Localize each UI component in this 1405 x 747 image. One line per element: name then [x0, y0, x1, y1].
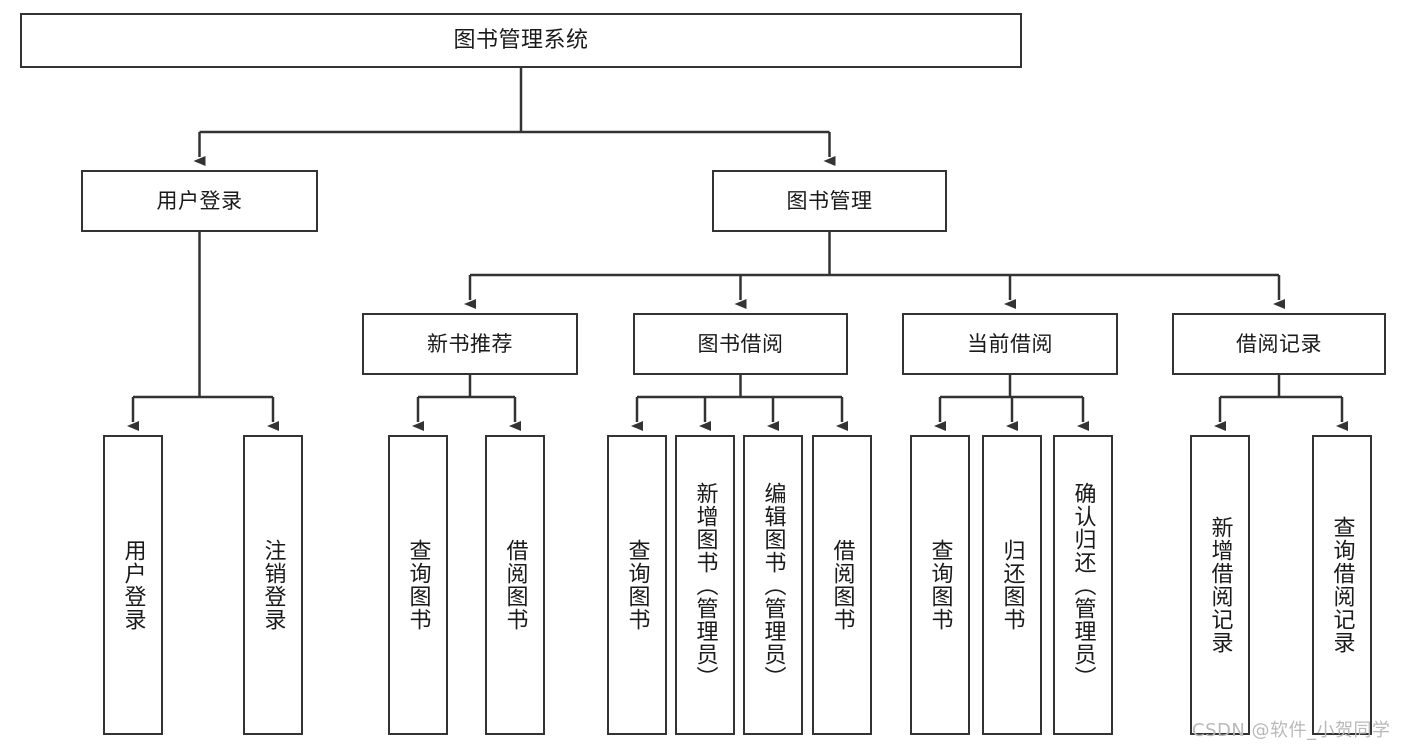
connector-trunk — [940, 375, 1083, 399]
connector-trunk — [133, 232, 273, 399]
node-leaf-borrow-book-1-label: 借阅图书 — [502, 539, 528, 631]
node-book-borrow-label: 图书借阅 — [697, 331, 784, 356]
node-leaf-return-book[interactable]: 归还图书 — [982, 435, 1042, 735]
node-leaf-user-login[interactable]: 用户登录 — [103, 435, 163, 735]
node-new-book-recommend[interactable]: 新书推荐 — [362, 313, 578, 375]
node-leaf-query-book-3[interactable]: 查询图书 — [910, 435, 970, 735]
node-leaf-add-record[interactable]: 新增借阅记录 — [1190, 435, 1250, 735]
node-leaf-query-book-2[interactable]: 查询图书 — [607, 435, 667, 735]
connector-trunk — [418, 375, 515, 399]
node-leaf-return-book-label: 归还图书 — [999, 539, 1025, 631]
node-leaf-logout[interactable]: 注销登录 — [243, 435, 303, 735]
node-leaf-query-book-1-label: 查询图书 — [405, 539, 431, 631]
node-leaf-query-book-2-label: 查询图书 — [624, 539, 650, 631]
node-borrow-record[interactable]: 借阅记录 — [1172, 313, 1386, 375]
node-leaf-edit-book-label: 编辑图书（管理员） — [760, 481, 786, 689]
node-user-login[interactable]: 用户登录 — [81, 170, 318, 232]
connector-trunk — [470, 232, 1279, 277]
node-new-book-recommend-label: 新书推荐 — [427, 331, 513, 356]
node-book-manage[interactable]: 图书管理 — [712, 170, 947, 232]
node-root[interactable]: 图书管理系统 — [20, 13, 1022, 68]
node-leaf-edit-book[interactable]: 编辑图书（管理员） — [743, 435, 803, 735]
node-leaf-query-book-1[interactable]: 查询图书 — [388, 435, 448, 735]
node-leaf-query-record-label: 查询借阅记录 — [1329, 516, 1355, 654]
node-book-borrow[interactable]: 图书借阅 — [633, 313, 848, 375]
node-leaf-borrow-book-2[interactable]: 借阅图书 — [812, 435, 872, 735]
node-leaf-user-login-label: 用户登录 — [120, 539, 146, 631]
node-leaf-query-book-3-label: 查询图书 — [927, 539, 953, 631]
node-leaf-query-record[interactable]: 查询借阅记录 — [1312, 435, 1372, 735]
node-leaf-add-book-label: 新增图书（管理员） — [692, 481, 718, 689]
connector-trunk — [1220, 375, 1342, 399]
node-leaf-borrow-book-2-label: 借阅图书 — [829, 539, 855, 631]
node-current-borrow[interactable]: 当前借阅 — [902, 313, 1118, 375]
node-leaf-confirm-return-label: 确认归还（管理员） — [1070, 481, 1096, 689]
watermark-text: CSDN @软件_小贺同学 — [1192, 720, 1391, 741]
node-book-manage-label: 图书管理 — [786, 188, 873, 213]
node-leaf-confirm-return[interactable]: 确认归还（管理员） — [1053, 435, 1113, 735]
node-leaf-borrow-book-1[interactable]: 借阅图书 — [485, 435, 545, 735]
node-user-login-label: 用户登录 — [156, 188, 243, 213]
node-root-label: 图书管理系统 — [453, 27, 589, 53]
node-leaf-add-book[interactable]: 新增图书（管理员） — [675, 435, 735, 735]
node-current-borrow-label: 当前借阅 — [967, 331, 1053, 356]
node-borrow-record-label: 借阅记录 — [1236, 331, 1322, 356]
node-leaf-add-record-label: 新增借阅记录 — [1207, 516, 1233, 654]
node-leaf-logout-label: 注销登录 — [260, 539, 286, 631]
connector-trunk — [199, 68, 830, 134]
connector-trunk — [637, 375, 842, 399]
